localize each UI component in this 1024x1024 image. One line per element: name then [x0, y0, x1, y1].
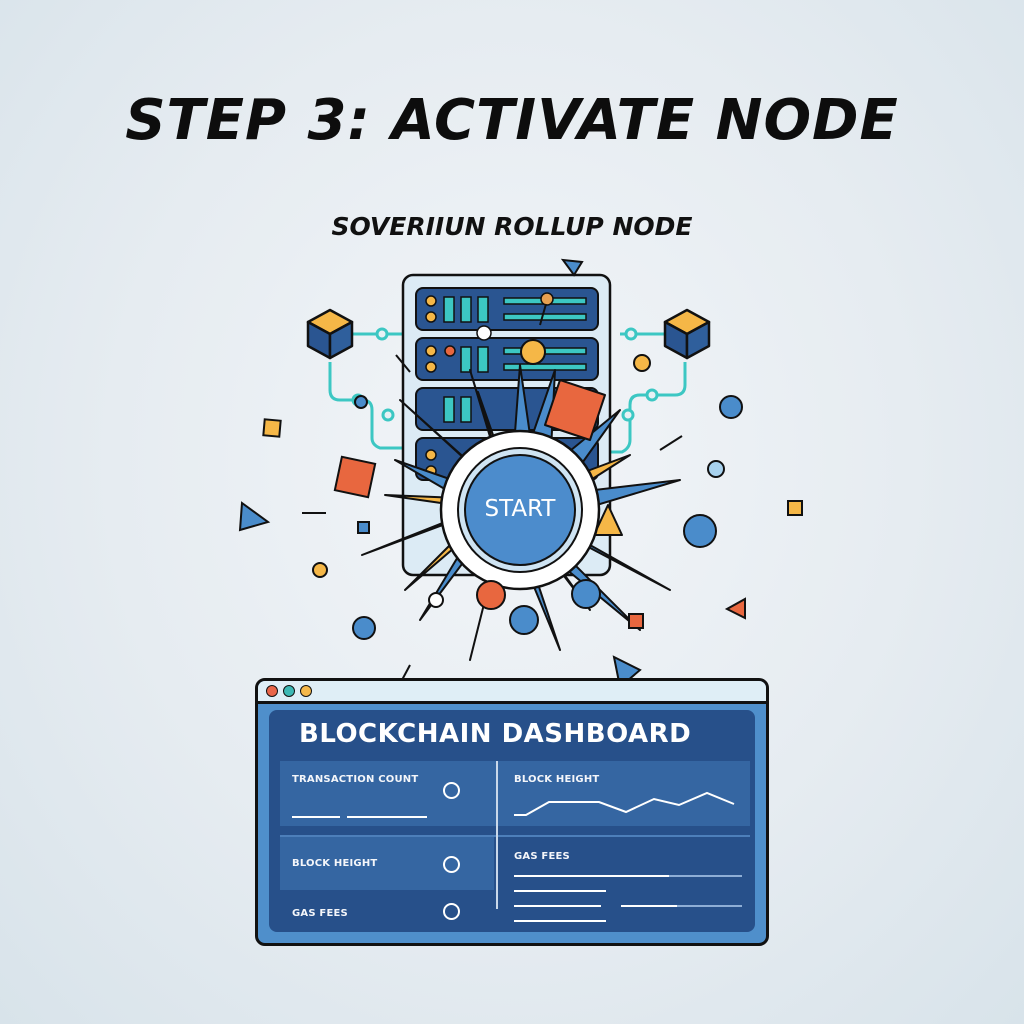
transaction-bar	[347, 816, 427, 818]
gas-fee-bar	[677, 905, 742, 907]
blockchain-dashboard-window: BLOCKCHAIN DASHBOARD TRANSACTION COUNT B…	[255, 678, 769, 946]
block-height-chart-label: BLOCK HEIGHT	[514, 774, 600, 785]
block-height-line-chart	[514, 791, 735, 816]
transaction-count-label: TRANSACTION COUNT	[292, 774, 419, 785]
window-close-dot[interactable]	[266, 685, 278, 697]
block-cube-icon	[306, 308, 354, 360]
gas-fee-bar	[514, 905, 601, 907]
gas-fees-label: GAS FEES	[292, 908, 348, 919]
dashboard-body: BLOCKCHAIN DASHBOARD TRANSACTION COUNT B…	[269, 710, 755, 932]
block-height-label: BLOCK HEIGHT	[292, 858, 378, 869]
window-titlebar	[258, 681, 766, 704]
gas-fee-bar	[514, 920, 606, 922]
dashboard-title: BLOCKCHAIN DASHBOARD	[299, 719, 692, 749]
gas-fee-bar	[514, 890, 606, 892]
gas-fee-bar	[621, 905, 677, 907]
page-title: STEP 3: ACTIVATE NODE	[125, 88, 899, 153]
window-maximize-dot[interactable]	[300, 685, 312, 697]
start-button-label[interactable]: START	[484, 496, 556, 522]
window-minimize-dot[interactable]	[283, 685, 295, 697]
gas-fees-indicator-icon[interactable]	[443, 903, 460, 920]
node-subtitle: SOVERIIUN ROLLUP NODE	[331, 212, 693, 241]
gas-fees-chart-label: GAS FEES	[514, 851, 570, 862]
transaction-count-indicator-icon[interactable]	[443, 782, 460, 799]
panel-divider	[496, 761, 498, 909]
block-cube-icon	[663, 308, 711, 360]
start-button[interactable]	[439, 429, 601, 591]
gas-fee-bar	[669, 875, 742, 877]
motion-lines-icon	[302, 354, 683, 681]
confetti-shapes-icon	[238, 258, 803, 689]
block-height-indicator-icon[interactable]	[443, 856, 460, 873]
transaction-bar	[292, 816, 340, 818]
gas-fee-bar	[514, 875, 669, 877]
